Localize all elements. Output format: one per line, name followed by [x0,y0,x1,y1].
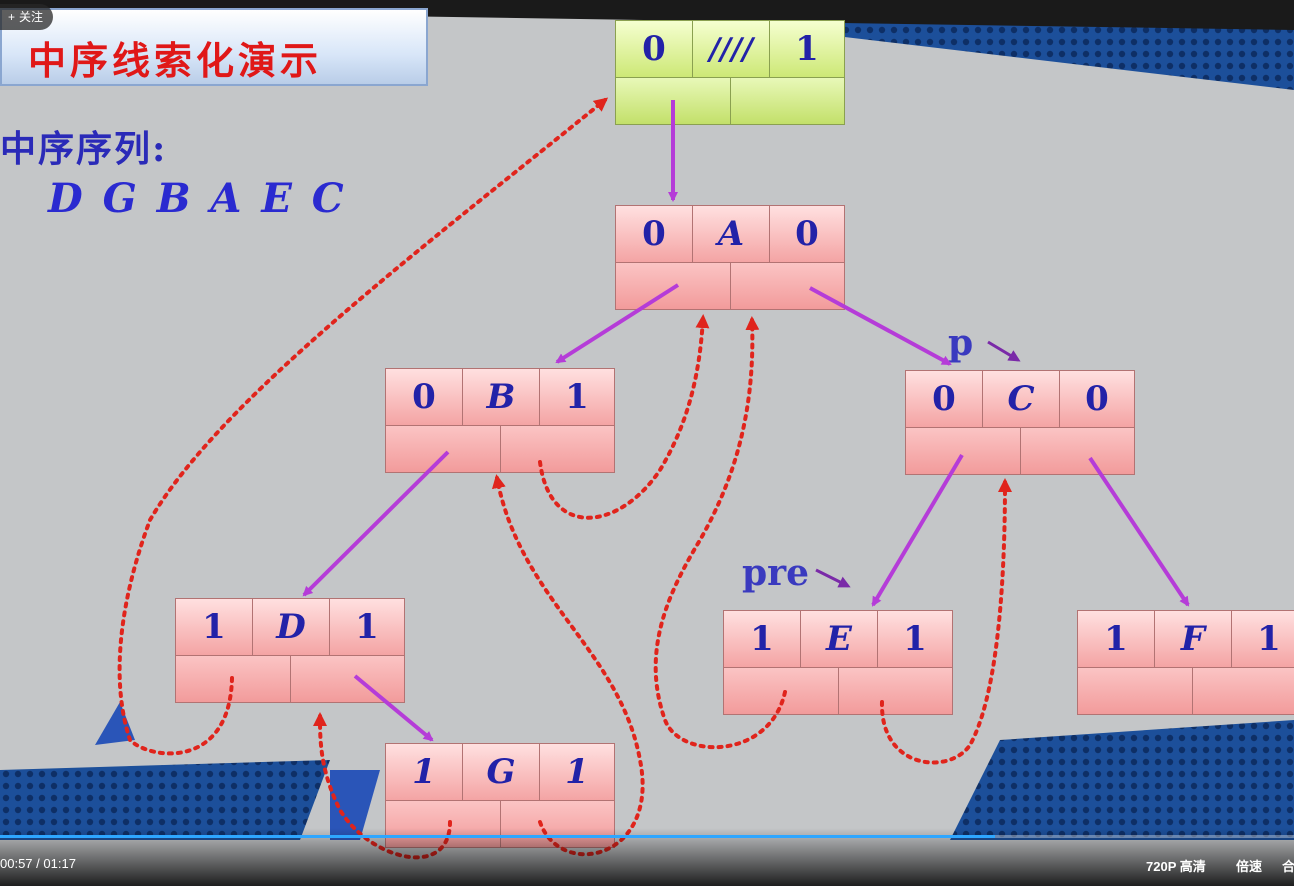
plus-icon: + [8,10,16,24]
D-right-pointer [290,655,405,703]
follow-button[interactable]: +关注 [0,4,54,30]
node-A: 0 A 0 [615,205,845,310]
D-ltag: 1 [175,598,253,656]
A-ltag: 0 [615,205,693,263]
A-data: A [692,205,770,263]
head-data: //// [692,20,770,78]
F-ltag: 1 [1077,610,1155,668]
D-data: D [252,598,330,656]
F-right-pointer [1192,667,1294,715]
marker-pre: pre [742,552,810,594]
G-rtag: 1 [539,743,615,801]
follow-label: 关注 [19,10,44,24]
B-rtag: 1 [539,368,615,426]
quality-button[interactable]: 720P 高清 [1146,859,1206,874]
node-F: 1 F 1 [1077,610,1294,715]
C-rtag: 0 [1059,370,1135,428]
F-rtag: 1 [1231,610,1294,668]
D-left-pointer [175,655,291,703]
B-data: B [462,368,540,426]
time-display: 00:57 / 01:17 [0,856,76,871]
E-left-pointer [723,667,839,715]
C-ltag: 0 [905,370,983,428]
E-rtag: 1 [877,610,953,668]
head-ltag: 0 [615,20,693,78]
duration: 01:17 [43,856,76,871]
speed-button[interactable]: 倍速 [1236,859,1263,874]
progress-fill [0,835,995,838]
G-data: G [462,743,540,801]
current-time: 00:57 [0,856,33,871]
node-head: 0 //// 1 [615,20,845,125]
C-left-pointer [905,427,1021,475]
marker-p: p [948,322,974,364]
B-left-pointer [385,425,501,473]
B-right-pointer [500,425,615,473]
head-rtag: 1 [769,20,845,78]
E-ltag: 1 [723,610,801,668]
node-D: 1 D 1 [175,598,405,703]
B-ltag: 0 [385,368,463,426]
title-banner: 中序线索化演示 [0,8,428,86]
F-left-pointer [1077,667,1193,715]
head-right-pointer [730,77,845,125]
D-rtag: 1 [329,598,405,656]
A-right-pointer [730,262,845,310]
head-left-pointer [615,77,731,125]
A-left-pointer [615,262,731,310]
C-right-pointer [1020,427,1135,475]
inorder-sequence: D G B A E C [48,175,344,222]
slide-title: 中序线索化演示 [28,38,323,83]
E-data: E [800,610,878,668]
F-data: F [1154,610,1232,668]
node-C: 0 C 0 [905,370,1135,475]
node-B: 0 B 1 [385,368,615,473]
node-E: 1 E 1 [723,610,953,715]
G-ltag: 1 [385,743,463,801]
C-data: C [982,370,1060,428]
A-rtag: 0 [769,205,845,263]
extra-button[interactable]: 合 [1282,859,1294,874]
sequence-label: 中序序列: [0,128,168,170]
E-right-pointer [838,667,953,715]
